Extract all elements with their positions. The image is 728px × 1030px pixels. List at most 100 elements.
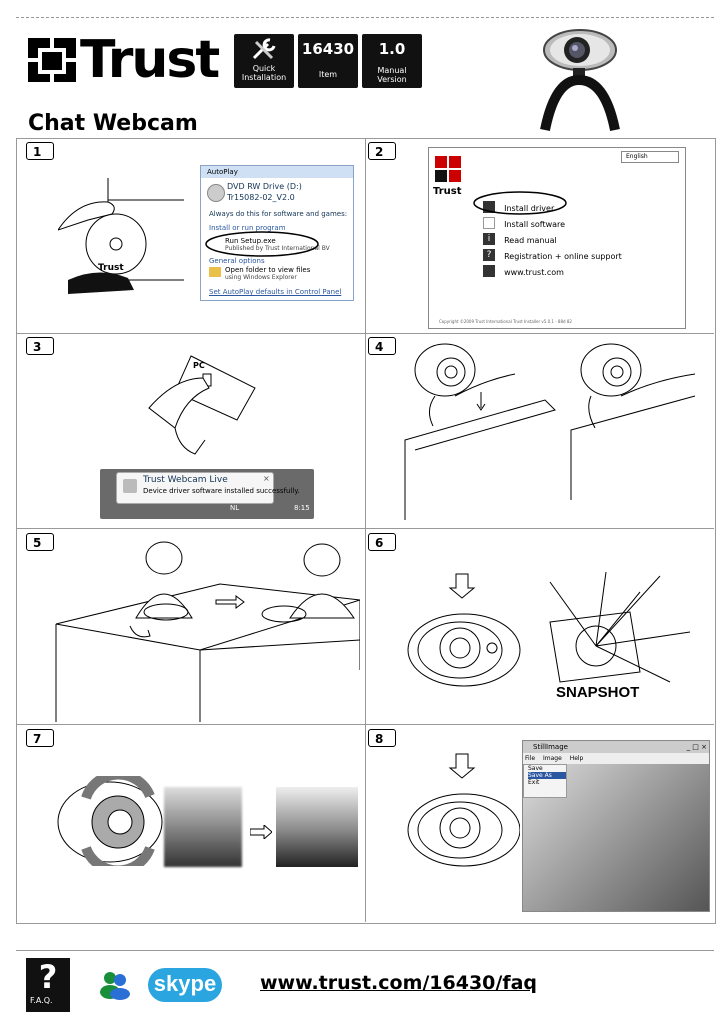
- menu-item-registration[interactable]: ? Registration + online support: [483, 244, 622, 261]
- menu-item-label: Install software: [504, 220, 566, 229]
- menu-item-install-driver[interactable]: Install driver: [483, 196, 622, 213]
- taskbar-clock: 8:15: [294, 504, 310, 512]
- stillimage-window: StillImage _ □ × File Image Help Save Sa…: [522, 740, 710, 912]
- header-top-divider: [16, 17, 714, 19]
- menu-item-save-as[interactable]: Save As: [528, 772, 566, 779]
- info-icon: i: [483, 232, 495, 245]
- grid-row-divider: [16, 333, 714, 334]
- folder-icon: [209, 267, 221, 277]
- blurry-photo: [164, 787, 242, 867]
- window-title: StillImage: [533, 743, 568, 751]
- menu-item-install-software[interactable]: Install software: [483, 212, 622, 229]
- explorer-label: using Windows Explorer: [225, 274, 297, 281]
- arrow-right-icon: [250, 825, 272, 839]
- faq-url-link[interactable]: www.trust.com/16430/faq: [260, 972, 538, 994]
- tile-label: Manual Version: [377, 66, 407, 84]
- item-number: 16430: [301, 40, 355, 58]
- general-section-header: General options: [209, 257, 265, 265]
- tile-label: Item: [318, 70, 338, 79]
- snapshot-button-illustration: [407, 572, 691, 687]
- balloon-message: Device driver software installed success…: [143, 487, 300, 495]
- wrench-icon: [483, 216, 495, 229]
- trust-logo-icon: [435, 156, 461, 182]
- trust-logo-icon: [28, 38, 76, 82]
- wrench-screwdriver-icon: [252, 38, 276, 60]
- highlight-ellipse: [473, 191, 567, 215]
- usb-plug-illustration: PC: [148, 355, 256, 455]
- skype-logo: skype: [148, 968, 222, 1002]
- steps-grid: [16, 138, 716, 924]
- disc-icon: [207, 184, 225, 202]
- window-title-bar: StillImage _ □ ×: [523, 741, 709, 753]
- footer-divider: [16, 950, 714, 951]
- close-icon[interactable]: ×: [263, 474, 270, 483]
- desk-stand-illustration: [55, 541, 360, 722]
- installer-brand: Trust: [433, 186, 462, 197]
- snapshot-label: SNAPSHOT: [556, 684, 640, 701]
- language-select[interactable]: English: [621, 151, 679, 163]
- svg-text:PC: PC: [193, 361, 205, 370]
- focus-ring-illustration: [57, 776, 163, 866]
- menu-item-label: Read manual: [504, 236, 557, 245]
- disc-label: Tr15082-02_V2.0: [227, 193, 295, 202]
- autoplay-title-bar: AutoPlay: [201, 166, 353, 178]
- webcam-product-image: [540, 29, 620, 132]
- drive-label: DVD RW Drive (D:): [227, 182, 302, 191]
- globe-icon: [483, 264, 495, 277]
- insert-cd-illustration: Trust: [58, 178, 184, 294]
- grid-center-divider: [365, 138, 366, 922]
- installer-copyright: Copyright ©2009 Trust International Trus…: [439, 319, 572, 324]
- open-folder-option[interactable]: Open folder to view files: [225, 266, 311, 274]
- question-icon: ?: [38, 958, 58, 996]
- publisher-label: Published by Trust International BV: [225, 245, 330, 252]
- quick-installation-tile: Quick Installation: [234, 34, 294, 88]
- menu-help[interactable]: Help: [569, 755, 584, 762]
- messenger-icon: [100, 972, 130, 1000]
- brand-logo-text: Trust: [80, 30, 220, 90]
- autoplay-defaults-link[interactable]: Set AutoPlay defaults in Control Panel: [209, 288, 342, 296]
- menu-file[interactable]: File: [525, 755, 536, 762]
- step-number-8: 8: [368, 729, 396, 747]
- menu-bar: File Image Help: [523, 753, 709, 764]
- installer-menu: Install driver Install software i Read m…: [483, 196, 622, 277]
- manual-version-tile: 1.0 Manual Version: [362, 34, 422, 88]
- sharp-photo: [276, 787, 358, 867]
- always-checkbox-label[interactable]: Always do this for software and games:: [209, 210, 348, 218]
- install-section-header: Install or run program: [209, 224, 286, 232]
- faq-label: F.A.Q.: [30, 996, 53, 1005]
- autoplay-window: AutoPlay DVD RW Drive (D:) Tr15082-02_V2…: [200, 165, 354, 301]
- gear-icon: [483, 200, 495, 213]
- balloon-title: Trust Webcam Live: [143, 475, 228, 485]
- snapshot-button-illustration: [407, 753, 520, 867]
- menu-item-exit[interactable]: Exit: [528, 779, 540, 786]
- mount-on-monitor-illustration: [404, 343, 696, 520]
- page-title: Chat Webcam: [28, 111, 198, 136]
- item-number-tile: 16430 Item: [298, 34, 358, 88]
- menu-item-read-manual[interactable]: i Read manual: [483, 228, 622, 245]
- file-dropdown: Save Save As Exit: [523, 764, 567, 798]
- notification-balloon[interactable]: Trust Webcam Live Device driver software…: [116, 472, 300, 504]
- step-number-5: 5: [26, 533, 54, 551]
- step-number-6: 6: [368, 533, 396, 551]
- window-controls[interactable]: _ □ ×: [686, 743, 707, 751]
- menu-item-label: www.trust.com: [504, 268, 564, 277]
- grid-row-divider: [16, 528, 714, 529]
- taskbar-language[interactable]: NL: [230, 504, 240, 512]
- grid-row-divider: [16, 724, 714, 725]
- step-number-4: 4: [368, 337, 396, 355]
- tile-label: Quick Installation: [241, 64, 287, 82]
- menu-image[interactable]: Image: [542, 755, 562, 762]
- faq-badge: ? F.A.Q.: [26, 958, 70, 1012]
- step-number-3: 3: [26, 337, 54, 355]
- svg-text:Trust: Trust: [98, 263, 124, 273]
- question-icon: ?: [483, 248, 495, 261]
- installer-window: English Trust Install driver Install sof…: [428, 147, 686, 329]
- step-number-2: 2: [368, 142, 396, 160]
- menu-item-website[interactable]: www.trust.com: [483, 260, 622, 277]
- highlight-ellipse: [205, 231, 319, 257]
- device-icon: [123, 479, 137, 493]
- manual-version-number: 1.0: [378, 40, 406, 58]
- run-setup-option[interactable]: Run Setup.exe: [225, 237, 276, 245]
- menu-item-save[interactable]: Save: [528, 765, 543, 772]
- menu-item-label: Registration + online support: [504, 252, 622, 261]
